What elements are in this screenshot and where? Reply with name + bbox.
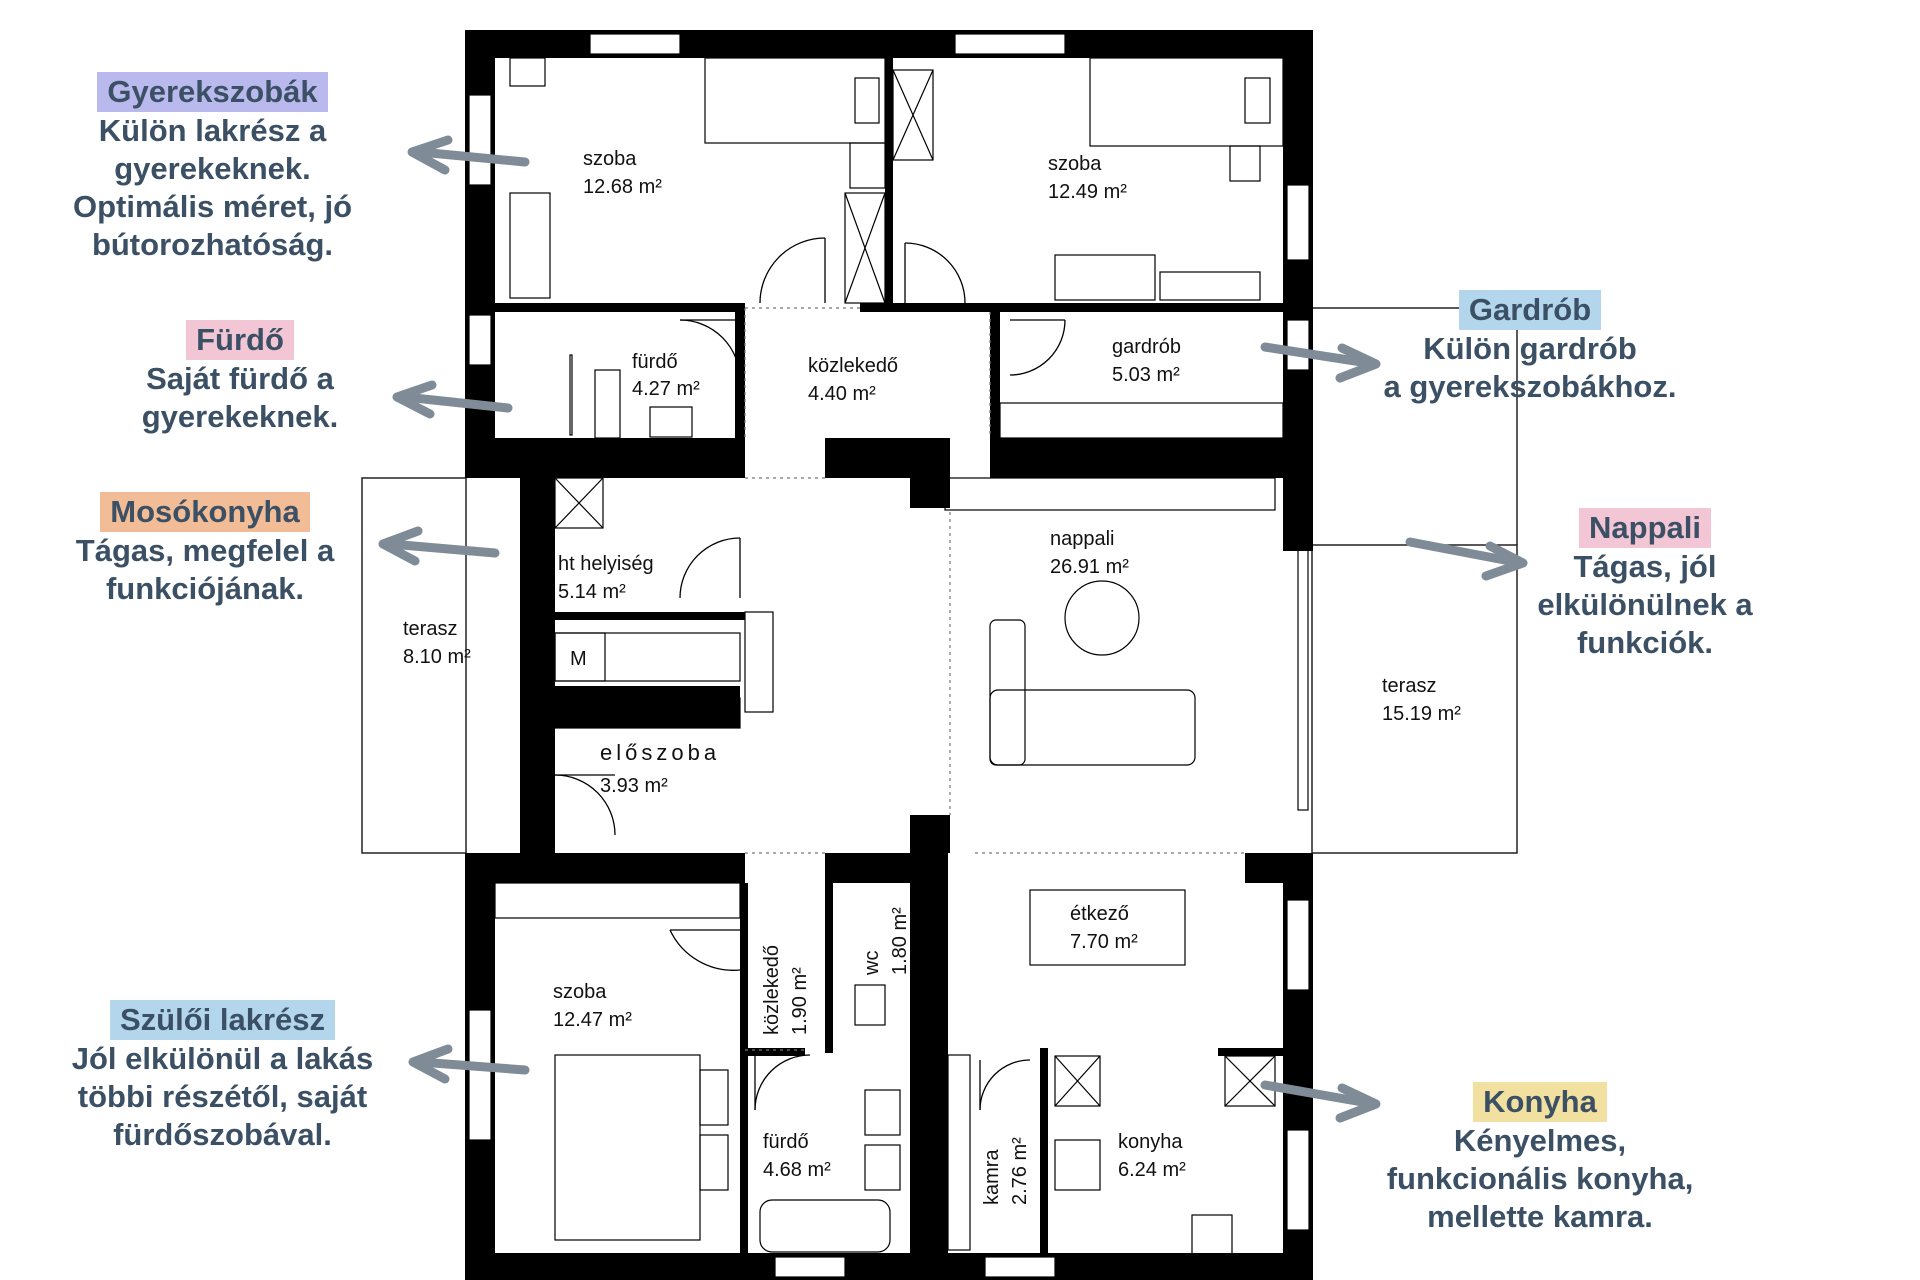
- room-name: terasz: [1382, 675, 1436, 697]
- room-name: konyha: [1118, 1131, 1183, 1153]
- room-area: 6.24 m²: [1118, 1159, 1186, 1181]
- annotation-text: Tágas, megfelel a funkciójának.: [75, 533, 335, 606]
- room-area: 12.49 m²: [1048, 181, 1127, 203]
- annotation-arrows: [378, 135, 1528, 1123]
- annotation-mosokonyha: Mosókonyha Tágas, megfelel a funkciójána…: [50, 492, 360, 608]
- interior-walls: [465, 58, 1313, 1253]
- terrace-right-outline: [1311, 544, 1518, 854]
- arrow-right-icon: [1260, 342, 1381, 383]
- room-name: szoba: [553, 981, 607, 1003]
- room-area: 8.10 m²: [403, 646, 471, 668]
- annotation-tag: Fürdő: [186, 320, 294, 360]
- arrow-right-icon: [1405, 537, 1528, 581]
- room-name: nappali: [1050, 528, 1115, 550]
- windows: [468, 33, 1310, 1278]
- room-name: kamra: [981, 1149, 1003, 1205]
- terrace-left-outline: [361, 477, 467, 854]
- room-name: étkező: [1070, 903, 1129, 925]
- arrow-left-icon: [392, 380, 513, 419]
- room-area: 12.47 m²: [553, 1009, 632, 1031]
- annotation-text: Saját fürdő a gyerekeknek.: [141, 361, 339, 434]
- annotation-text: Külön gardrób a gyerekszobákhoz.: [1383, 331, 1677, 404]
- annotation-gyerekszobak: Gyerekszobák Külön lakrész a gyerekeknek…: [40, 72, 385, 264]
- room-name: wc: [861, 951, 883, 976]
- room-area: 1.80 m²: [889, 907, 911, 975]
- washing-machine-label: M: [570, 648, 587, 670]
- annotation-nappali: Nappali Tágas, jól elkülönülnek a funkci…: [1500, 508, 1790, 662]
- annotation-furdo: Fürdő Saját fürdő a gyerekeknek.: [70, 320, 410, 436]
- room-area: 1.90 m²: [789, 967, 811, 1035]
- annotation-tag: Gardrób: [1458, 290, 1602, 330]
- annotation-szuloi-lakresz: Szülői lakrész Jól elkülönül a lakás töb…: [45, 1000, 400, 1154]
- room-name: előszoba: [600, 740, 720, 765]
- annotation-tag: Nappali: [1579, 508, 1711, 548]
- annotation-text: Kényelmes, funkcionális konyha, mellette…: [1386, 1123, 1694, 1234]
- room-area: 5.14 m²: [558, 581, 626, 603]
- openings: [744, 307, 1245, 1051]
- doors: [554, 237, 1066, 1111]
- room-name: szoba: [583, 148, 637, 170]
- room-name: fürdő: [763, 1131, 809, 1153]
- furniture: [494, 57, 1309, 1256]
- room-name: közlekedő: [761, 945, 783, 1035]
- annotation-text: Külön lakrész a gyerekeknek. Optimális m…: [72, 113, 353, 262]
- room-area: 2.76 m²: [1009, 1137, 1031, 1205]
- room-area: 5.03 m²: [1112, 364, 1180, 386]
- room-name: szoba: [1048, 153, 1102, 175]
- room-area: 4.27 m²: [632, 378, 700, 400]
- annotation-text: Tágas, jól elkülönülnek a funkciók.: [1537, 549, 1753, 660]
- arrow-left-icon: [378, 526, 500, 566]
- annotation-tag: Mosókonyha: [100, 492, 310, 532]
- room-area: 7.70 m²: [1070, 931, 1138, 953]
- room-name: terasz: [403, 618, 457, 640]
- room-area: 4.68 m²: [763, 1159, 831, 1181]
- annotation-text: Jól elkülönül a lakás többi részétől, sa…: [71, 1041, 374, 1152]
- room-area: 3.93 m²: [600, 775, 668, 797]
- room-area: 4.40 m²: [808, 383, 876, 405]
- room-name: közlekedő: [808, 355, 898, 377]
- room-area: 26.91 m²: [1050, 556, 1129, 578]
- arrow-right-icon: [1260, 1080, 1381, 1123]
- annotation-tag: Szülői lakrész: [109, 1000, 336, 1040]
- arrow-left-icon: [408, 1044, 530, 1084]
- annotation-konyha: Konyha Kényelmes, funkcionális konyha, m…: [1355, 1082, 1725, 1236]
- room-labels: szoba 12.68 m² szoba 12.49 m² fürdő 4.27…: [403, 148, 1461, 1205]
- arrow-left-icon: [407, 135, 530, 175]
- room-name: fürdő: [632, 351, 678, 373]
- room-area: 12.68 m²: [583, 176, 662, 198]
- annotation-tag: Gyerekszobák: [97, 72, 328, 112]
- room-name: ht helyiség: [558, 553, 654, 575]
- annotation-tag: Konyha: [1473, 1082, 1607, 1122]
- room-name: gardrób: [1112, 336, 1181, 358]
- room-area: 15.19 m²: [1382, 703, 1461, 725]
- annotation-gardrob: Gardrób Külön gardrób a gyerekszobákhoz.: [1340, 290, 1720, 406]
